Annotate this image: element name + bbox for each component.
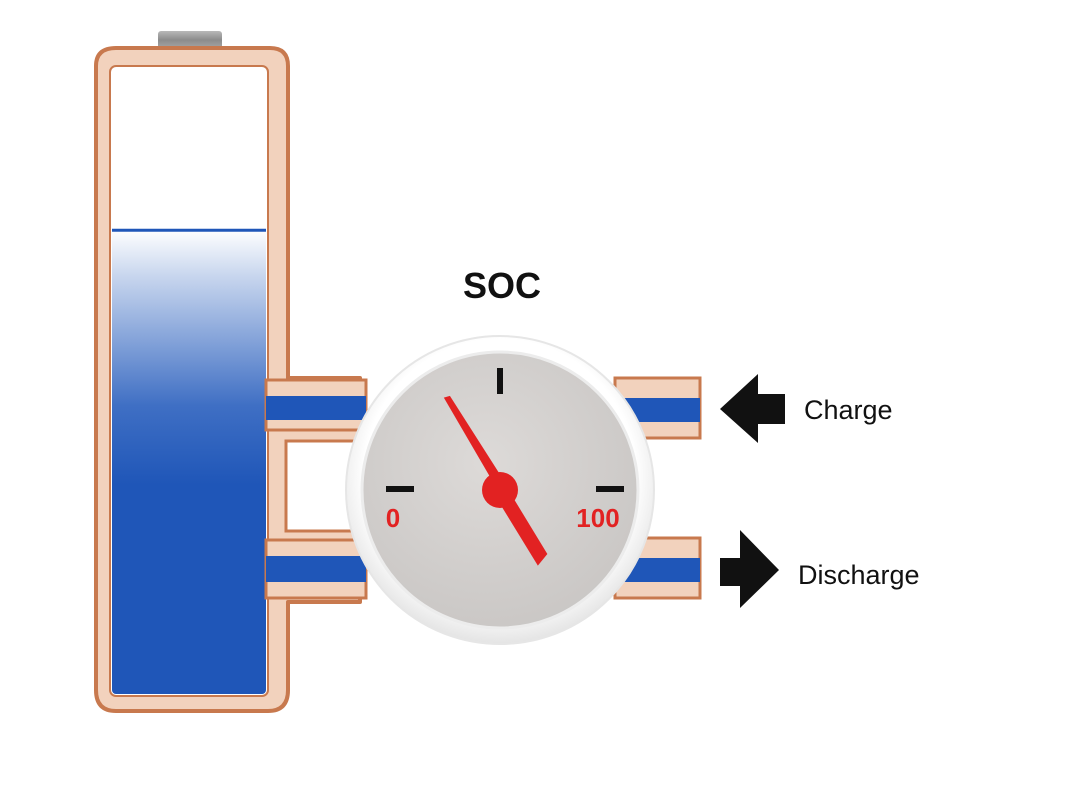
charge-arrow-icon: [720, 374, 785, 443]
lower-left-pipe-fluid: [266, 556, 366, 582]
needle-front: [443, 395, 507, 490]
battery-fluid: [112, 229, 266, 694]
gauge-max-label: 100: [576, 503, 619, 533]
battery-terminal: [158, 31, 222, 49]
charge-label: Charge: [804, 395, 893, 425]
gauge-tick-right: [596, 486, 624, 492]
gauge-tick-left: [386, 486, 414, 492]
soc-gauge: 0 100: [345, 335, 655, 645]
soc-title: SOC: [463, 265, 541, 306]
gauge-min-label: 0: [386, 503, 400, 533]
upper-left-pipe-fluid: [266, 396, 366, 420]
discharge-label: Discharge: [798, 560, 920, 590]
gauge-hub: [482, 472, 518, 508]
discharge-arrow-icon: [720, 530, 779, 608]
gauge-tick-top: [497, 368, 503, 394]
